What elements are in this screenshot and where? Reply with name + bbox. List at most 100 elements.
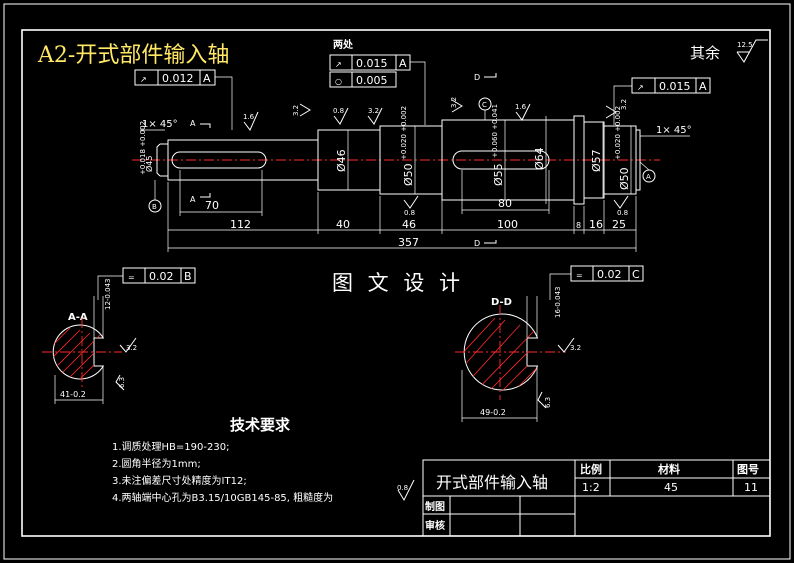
- len-357: 357: [398, 236, 419, 249]
- scale-value: 1:2: [582, 481, 600, 494]
- section-a-top: A: [190, 119, 196, 128]
- gdt-top-left: ↗ 0.012 A: [134, 69, 233, 130]
- aa-gdt: = 0.02 B: [97, 267, 196, 300]
- svg-text:A: A: [203, 72, 211, 85]
- len-40: 40: [336, 218, 350, 231]
- svg-text:1.6: 1.6: [243, 113, 255, 121]
- dia-55-tol: +0.060 +0.041: [491, 104, 499, 158]
- svg-text:0.8: 0.8: [333, 107, 344, 115]
- watermark-text: 图 文 设 计: [332, 271, 464, 295]
- len-16: 16: [589, 218, 603, 231]
- material-value: 45: [664, 481, 678, 494]
- dd-depth: 49-0.2: [480, 408, 506, 417]
- svg-text:0.02: 0.02: [597, 268, 622, 281]
- shaft-main-view: Ø45 +0.018 +0.002 Ø46 Ø50 +0.020 +0.002 …: [132, 38, 711, 252]
- section-d-bottom: D: [474, 239, 480, 248]
- svg-text:3.2: 3.2: [570, 344, 581, 352]
- title-part-name: 开式部件输入轴: [436, 473, 548, 492]
- svg-text:0.015: 0.015: [659, 80, 691, 93]
- svg-text:6.3: 6.3: [544, 397, 552, 408]
- svg-text:=: =: [576, 271, 583, 280]
- svg-text:0.8: 0.8: [617, 209, 628, 217]
- gdt-right: ↗ 0.015 A: [613, 77, 711, 125]
- section-d-top: D: [474, 73, 480, 82]
- check-label: 审核: [425, 519, 445, 532]
- section-aa-label: A-A: [68, 312, 88, 323]
- inner-border: [21, 29, 771, 537]
- svg-text:C: C: [632, 268, 640, 281]
- material-label: 材料: [658, 462, 680, 476]
- requirement-2: 2.圆角半径为1mm;: [112, 457, 201, 470]
- svg-text:A: A: [699, 80, 707, 93]
- corner-title: A2-开式部件输入轴: [37, 43, 229, 68]
- svg-text:A: A: [646, 173, 651, 181]
- svg-text:=: =: [128, 273, 135, 282]
- svg-text:3.2: 3.2: [620, 99, 628, 110]
- svg-text:0.015: 0.015: [356, 57, 388, 70]
- datum-b-marker: B: [148, 180, 162, 213]
- dia-left-tol: +0.018 +0.002: [139, 121, 147, 175]
- gdt-middle: ↗ 0.015 A ○ 0.005: [329, 54, 426, 125]
- section-aa-view: A-A 12-0.043 41-0.2 3.2: [42, 267, 196, 404]
- len-112: 112: [230, 218, 251, 231]
- len-80: 80: [498, 197, 512, 210]
- requirement-1: 1.调质处理HB=190-230;: [112, 441, 229, 453]
- drawing-no-value: 11: [744, 481, 758, 494]
- svg-text:3.2: 3.2: [292, 105, 300, 116]
- svg-text:1.6: 1.6: [515, 103, 527, 111]
- aa-depth: 41-0.2: [60, 390, 86, 399]
- svg-text:0.8: 0.8: [404, 209, 415, 217]
- roughness-symbols-shaft: 1.6 3.2 0.8 3.2 3.2 1.6 3.2 0.8 0.8: [243, 97, 629, 217]
- svg-text:0.02: 0.02: [149, 270, 174, 283]
- len-46: 46: [402, 218, 416, 231]
- len-100: 100: [497, 218, 518, 231]
- aa-keyway-width: 12-0.043: [104, 279, 112, 310]
- svg-text:0.005: 0.005: [356, 74, 388, 87]
- len-8: 8: [576, 221, 581, 230]
- section-dd-view: D-D 16-0.043 49-0.2 3.2 6.3 = 0.02: [455, 265, 644, 422]
- len-25: 25: [612, 218, 626, 231]
- svg-text:○: ○: [335, 77, 342, 86]
- dd-keyway-width: 16-0.043: [554, 287, 562, 318]
- svg-text:↗: ↗: [335, 60, 342, 69]
- rest-label: 其余: [690, 44, 720, 62]
- svg-text:B: B: [184, 270, 192, 283]
- svg-text:B: B: [152, 203, 157, 211]
- drawn-label: 制图: [425, 500, 445, 513]
- svg-text:C: C: [482, 101, 487, 109]
- requirement-4: 4.两轴端中心孔为B3.15/10GB145-85, 粗糙度为: [112, 491, 333, 504]
- section-a-bottom: A: [190, 195, 196, 204]
- rest-roughness-value: 12.5: [737, 41, 753, 49]
- dia-64-label: Ø64: [533, 147, 546, 170]
- chamfer-right: 1× 45°: [656, 125, 692, 136]
- dia-57-label: Ø57: [590, 149, 603, 172]
- dd-gdt: = 0.02 C: [549, 265, 644, 300]
- title-block: 开式部件输入轴 比例 1:2 材料 45 图号 11 制图 审核: [422, 459, 771, 537]
- datum-c-marker: C: [478, 97, 492, 120]
- svg-text:3.2: 3.2: [126, 344, 137, 352]
- svg-text:↗: ↗: [637, 83, 644, 92]
- svg-text:6.3: 6.3: [118, 377, 126, 388]
- rest-roughness-symbol: 12.5: [736, 39, 768, 63]
- dia-55-label: Ø55: [492, 163, 505, 186]
- requirement-3: 3.未注偏差尺寸处精度为IT12;: [112, 474, 247, 487]
- dia-50a-tol: +0.020 +0.002: [400, 106, 408, 160]
- chamfer-left: 1× 45°: [142, 119, 178, 130]
- outer-border: [3, 3, 791, 560]
- dia-50b-label: Ø50: [618, 167, 631, 190]
- dia-46-label: Ø46: [335, 149, 348, 172]
- drawing-no-label: 图号: [737, 463, 759, 476]
- section-dd-label: D-D: [491, 297, 512, 308]
- svg-text:↗: ↗: [140, 75, 147, 84]
- svg-text:3.2: 3.2: [368, 107, 379, 115]
- datum-a-marker: A: [639, 161, 656, 183]
- scale-label: 比例: [580, 462, 602, 476]
- len-70: 70: [205, 199, 219, 212]
- requirement-roughness: 0.8: [397, 484, 408, 492]
- dia-left-label: Ø45: [144, 156, 154, 172]
- svg-text:0.012: 0.012: [162, 72, 194, 85]
- svg-text:3.2: 3.2: [450, 97, 458, 108]
- technical-requirements: 技术要求 1.调质处理HB=190-230; 2.圆角半径为1mm; 3.未注偏…: [112, 416, 415, 504]
- svg-text:A: A: [399, 57, 407, 70]
